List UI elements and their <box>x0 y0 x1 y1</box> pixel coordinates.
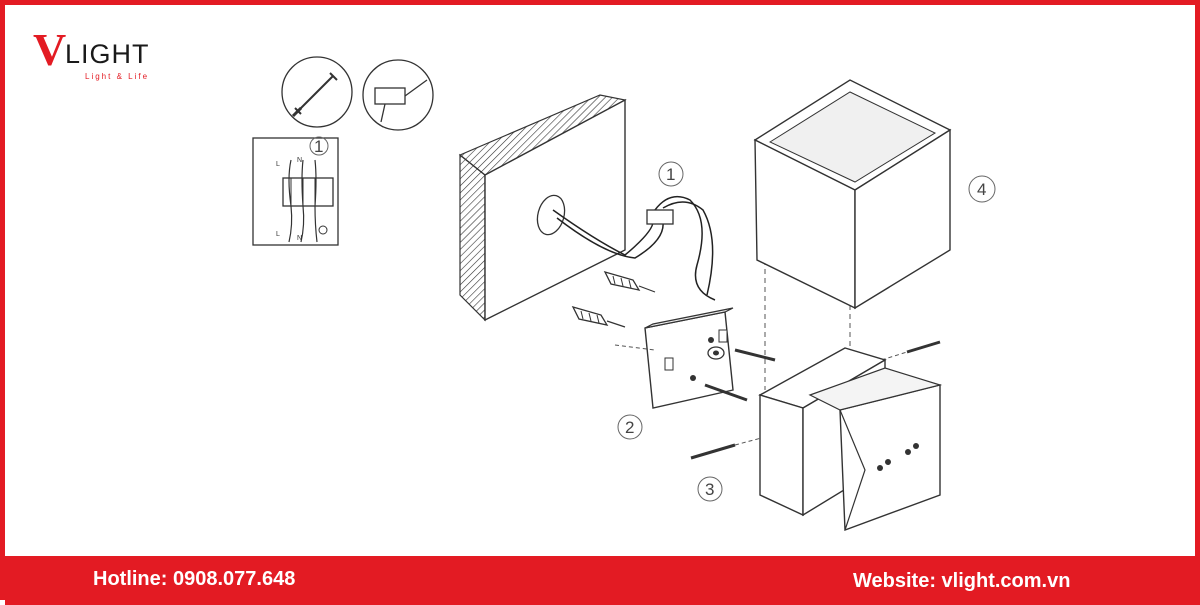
wall-plugs <box>571 270 656 328</box>
wall <box>458 94 627 322</box>
supply-wires: 1 <box>552 161 716 301</box>
logo-word: LIGHT <box>65 39 150 69</box>
terminal-label-n-top: N <box>297 157 302 164</box>
vlight-logo[interactable]: V LIGHT Light & Life <box>33 24 173 81</box>
guide-lines <box>614 260 851 390</box>
callout-3: 3 <box>705 480 714 499</box>
callout-1: 1 <box>666 165 675 184</box>
screws: 3 <box>690 340 941 502</box>
mounting-plate: 2 <box>617 307 734 440</box>
terminal-label-n-bottom: N <box>297 235 302 242</box>
terminal-block <box>646 209 674 225</box>
tools-inset <box>281 56 434 131</box>
contact-footer: Hotline: 0908.077.648 Website: vlight.co… <box>5 556 1200 605</box>
hotline-text[interactable]: Hotline: 0908.077.648 <box>93 568 296 590</box>
light-housing <box>758 347 943 531</box>
callout-2: 2 <box>625 418 634 437</box>
terminal-label-l-bottom: L <box>276 231 280 238</box>
website-text[interactable]: Website: vlight.com.vn <box>853 570 1071 592</box>
glass-shade: 4 <box>753 79 996 310</box>
wiring-detail-inset: 1 L N L N <box>252 136 339 246</box>
logo-tagline: Light & Life <box>85 72 150 81</box>
callout-4: 4 <box>977 180 986 199</box>
ground-icon <box>318 225 328 235</box>
callout-1-inset: 1 <box>314 137 323 156</box>
terminal-label-l-top: L <box>276 161 280 168</box>
installation-diagram: 1 L N L N 1 <box>252 56 996 531</box>
logo-initial: V <box>33 24 67 75</box>
wall-hole <box>536 194 566 236</box>
